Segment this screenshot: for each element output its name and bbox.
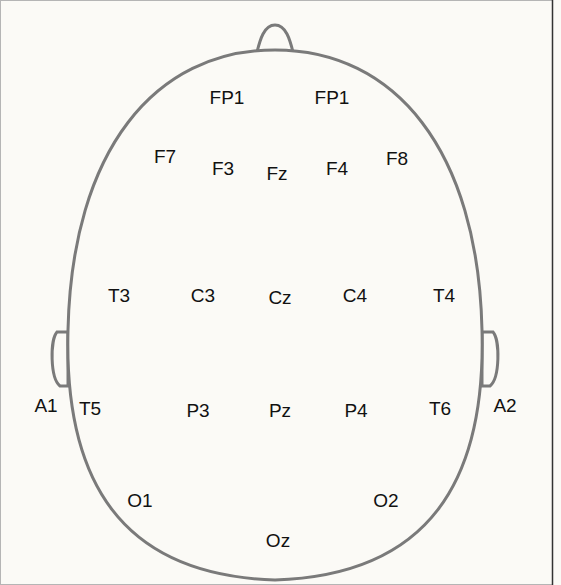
electrode-label: Cz bbox=[268, 288, 291, 307]
head-outline bbox=[68, 50, 482, 580]
left-ear bbox=[52, 332, 68, 386]
right-ear bbox=[482, 332, 498, 386]
nose bbox=[257, 25, 293, 52]
electrode-label: P3 bbox=[186, 401, 209, 420]
electrode-label: F8 bbox=[386, 149, 408, 168]
electrode-label: Pz bbox=[269, 401, 291, 420]
electrode-label: A1 bbox=[34, 396, 57, 415]
electrode-label: O2 bbox=[373, 491, 398, 510]
electrode-label: FP1 bbox=[210, 88, 245, 107]
electrode-label: P4 bbox=[344, 401, 367, 420]
electrode-label: T4 bbox=[433, 286, 455, 305]
frame-edge bbox=[552, 0, 554, 585]
electrode-label: F3 bbox=[212, 159, 234, 178]
electrode-label: Fz bbox=[266, 164, 287, 183]
electrode-label: C4 bbox=[343, 286, 367, 305]
electrode-label: F7 bbox=[154, 147, 176, 166]
electrode-label: O1 bbox=[127, 491, 152, 510]
electrode-label: A2 bbox=[493, 396, 516, 415]
electrode-label: T6 bbox=[429, 399, 451, 418]
electrode-label: C3 bbox=[191, 286, 215, 305]
electrode-label: T5 bbox=[79, 399, 101, 418]
electrode-label: F4 bbox=[326, 159, 348, 178]
electrode-label: Oz bbox=[266, 531, 290, 550]
electrode-label: FP1 bbox=[315, 88, 350, 107]
electrode-label: T3 bbox=[108, 286, 130, 305]
